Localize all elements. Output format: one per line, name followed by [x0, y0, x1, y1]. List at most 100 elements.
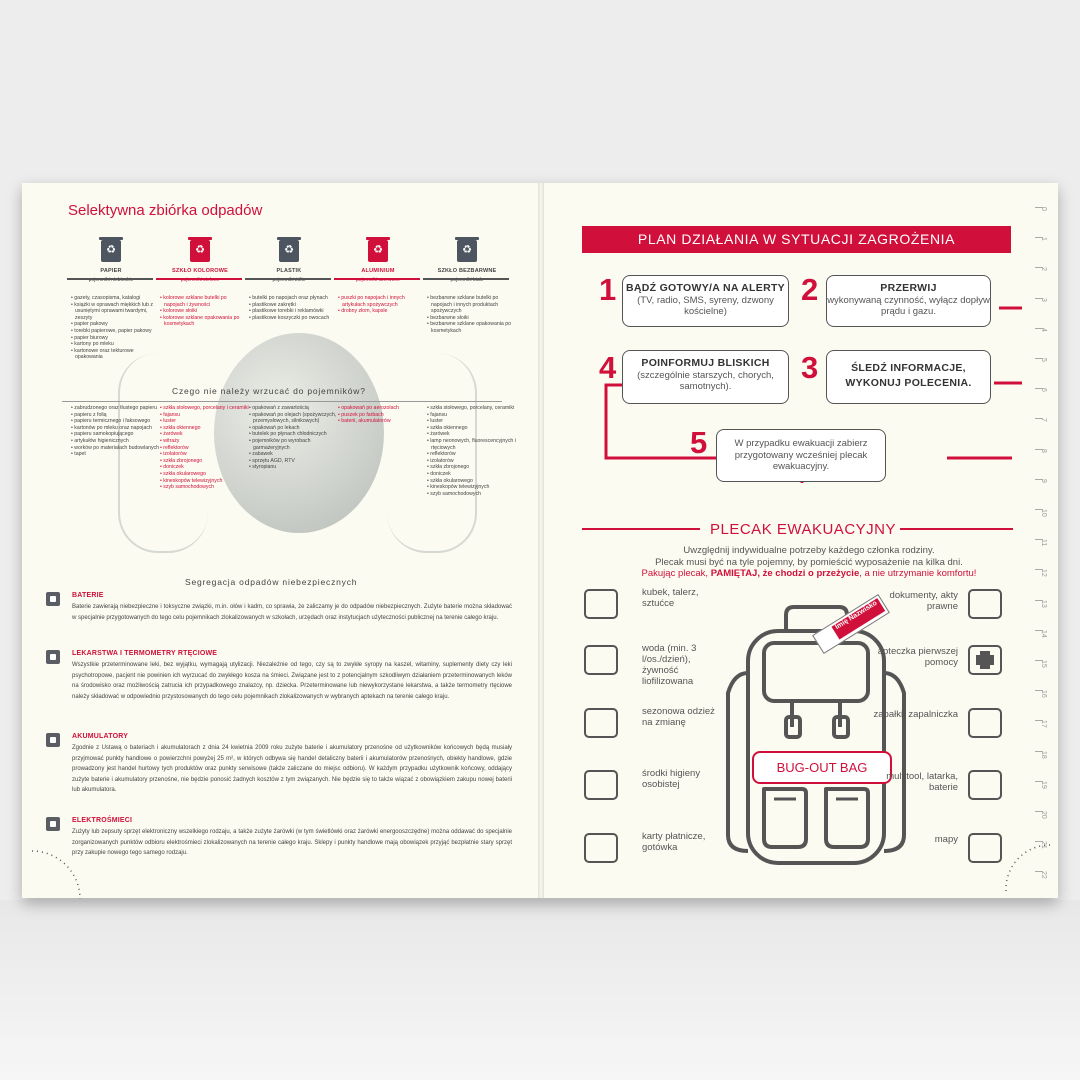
- ruler-number: 11: [1040, 539, 1047, 547]
- ruler-tick: [1035, 207, 1043, 208]
- bin-rule: [423, 278, 509, 280]
- ruler-tick: [1035, 388, 1043, 390]
- hazard-title: Segregacja odpadów niebezpiecznych: [185, 577, 358, 587]
- reject-item: • baterii, akumulatorów: [338, 418, 391, 425]
- item-label: sezonowa odzież na zmianę: [642, 706, 715, 728]
- hazard-batteries: BATERIE Baterie zawierają niebezpieczne …: [46, 592, 512, 623]
- accept-item: • bezbarwne szklane butelki po napojach …: [427, 295, 499, 315]
- action-plan-banner: PLAN DZIAŁANIA W SYTUACJI ZAGROŻENIA: [582, 226, 1011, 253]
- ruler-tick: [1035, 418, 1043, 420]
- ruler-tick: [1035, 327, 1043, 329]
- ruler-tick: [1035, 237, 1043, 239]
- accept-item: • kolorowe szklane opakowania po kosmety…: [160, 314, 240, 328]
- accept-item: • bezbarwne słoiki: [427, 314, 469, 321]
- ruler-tick: [1035, 478, 1043, 480]
- water-icon: [584, 645, 618, 675]
- reject-item: • lamp neonowych, fluorescencyjnych i rt…: [427, 437, 516, 451]
- step-5-box: W przypadku ewakuacji zabierz przygotowa…: [716, 429, 886, 482]
- reject-list: • opakowań po aerozolach• puszek po farb…: [337, 405, 427, 425]
- ruler-tick: [1035, 539, 1043, 541]
- accept-item: • kolorowe szklane butelki po napojach i…: [160, 295, 227, 308]
- bug-out-bag-label: BUG-OUT BAG: [752, 751, 892, 784]
- reject-divider: [62, 401, 502, 402]
- bin-rule: [245, 278, 331, 280]
- reject-item: • szkła okularowego: [427, 477, 473, 484]
- step-title: BĄDŹ GOTOWY/A NA ALERTY: [626, 282, 785, 294]
- globe-illustration: [214, 333, 384, 533]
- step-1-box: BĄDŹ GOTOWY/A NA ALERTY (TV, radio, SMS,…: [622, 275, 789, 327]
- reject-item: • żarówek: [160, 431, 183, 438]
- accumulator-icon: [46, 733, 60, 747]
- intro-line: Plecak musi być na tyle pojemny, by pomi…: [655, 556, 963, 568]
- ruler-tick: [1035, 780, 1043, 782]
- reject-item: • izolatorów: [427, 457, 454, 464]
- reject-item: • zabawek: [249, 451, 273, 458]
- accept-item: • gazety, czasopisma, katalogi: [71, 295, 141, 301]
- lighter-icon: [968, 708, 1002, 738]
- accept-item: • papier biurowy: [71, 334, 108, 341]
- background-floor: [0, 900, 1080, 1080]
- accept-item: • puszki po napojach i innych artykułach…: [338, 295, 405, 308]
- hazard-accumulators: AKUMULATORY Zgodnie z Ustawą o bateriach…: [46, 733, 512, 796]
- reject-item: • szkła zbrojonego: [160, 457, 203, 464]
- ruler-number: 16: [1040, 690, 1047, 698]
- map-icon: [968, 833, 1002, 863]
- ruler-number: 21: [1040, 841, 1047, 849]
- step-number-4: 4: [599, 350, 617, 385]
- item-label: mapy: [934, 834, 958, 845]
- hygiene-icon: [584, 770, 618, 800]
- electronics-icon: [46, 817, 60, 831]
- bin-rule: [156, 278, 242, 280]
- ruler-tick: [1035, 871, 1043, 873]
- pack-intro: Uwzględnij indywidualne potrzeby każdego…: [582, 545, 1036, 580]
- accept-item: • plastikowe zakrętki: [249, 301, 296, 308]
- reject-item: • szkła zbrojonego: [427, 464, 470, 471]
- hazard-text: Baterie zawierają niebezpieczne i toksyc…: [72, 604, 512, 621]
- ruler-number: 18: [1040, 750, 1047, 759]
- right-hand-illustration: [387, 353, 477, 553]
- step-title: POINFORMUJ BLISKICH: [641, 357, 770, 369]
- accept-item: • plastikowe torebki i reklamówki: [249, 308, 324, 315]
- bin-container: pojemniki zielone: [180, 277, 220, 283]
- pack-rule-right: [900, 528, 1013, 530]
- accept-list: • bezbarwne szklane butelki po napojach …: [426, 295, 516, 335]
- hazard-heading: BATERIE: [72, 592, 104, 599]
- reject-item: • papieru z folią: [71, 411, 107, 418]
- hazard-heading: LEKARSTWA I TERMOMETRY RTĘCIOWE: [72, 650, 218, 657]
- ruler-number: 12: [1040, 569, 1047, 578]
- step-title: ŚLEDŹ INFORMACJE, WYKONUJ POLECENIA.: [845, 362, 972, 389]
- ruler-tick: [1035, 750, 1043, 752]
- reject-item: • opakowań po aerozolach: [338, 405, 399, 411]
- accept-item: • książki w oprawach miękkich lub z usun…: [71, 301, 153, 321]
- ruler-number: 15: [1040, 660, 1047, 668]
- recycle-bin-icon: ♻: [366, 237, 390, 262]
- hazard-text: Zgodnie z Ustawą o bateriach i akumulato…: [72, 745, 512, 793]
- step-number-3: 3: [801, 350, 819, 385]
- battery-icon: [46, 592, 60, 606]
- reject-list: • szkła stołowego, porcelany, ceramiki• …: [426, 405, 516, 497]
- reject-item: • zabrudzonego oraz tłustego papieru: [71, 405, 158, 411]
- accept-item: • kartonowe oraz tekturowe opakowania: [71, 347, 134, 361]
- hazard-heading: ELEKTROŚMIECI: [72, 817, 133, 824]
- reject-item: • styropianu: [249, 464, 277, 471]
- accept-item: • butelki po napojach oraz płynach: [249, 295, 328, 301]
- wallet-icon: [584, 833, 618, 863]
- reject-item: • fajansu: [427, 411, 447, 418]
- reject-item: • witraży: [160, 437, 180, 444]
- ruler-tick: [1035, 660, 1043, 661]
- reject-item: • szkła stołowego, porcelany, ceramiki: [427, 405, 515, 411]
- multitool-icon: [968, 770, 1002, 800]
- intro-line: Uwzględnij indywidualne potrzeby każdego…: [683, 545, 935, 556]
- reject-item: • papieru termicznego i faksowego: [71, 418, 151, 425]
- reject-item: • kineskopów telewizyjnych: [160, 477, 223, 484]
- step-text: W przypadku ewakuacji zabierz przygotowa…: [734, 438, 868, 472]
- ruler-tick: [1035, 841, 1043, 843]
- reject-item: • szkła stołowego, porcelany i ceramiki: [160, 405, 249, 411]
- ruler-tick: [1035, 720, 1043, 722]
- accept-item: • bezbarwne szklane opakowania po kosmet…: [427, 321, 512, 334]
